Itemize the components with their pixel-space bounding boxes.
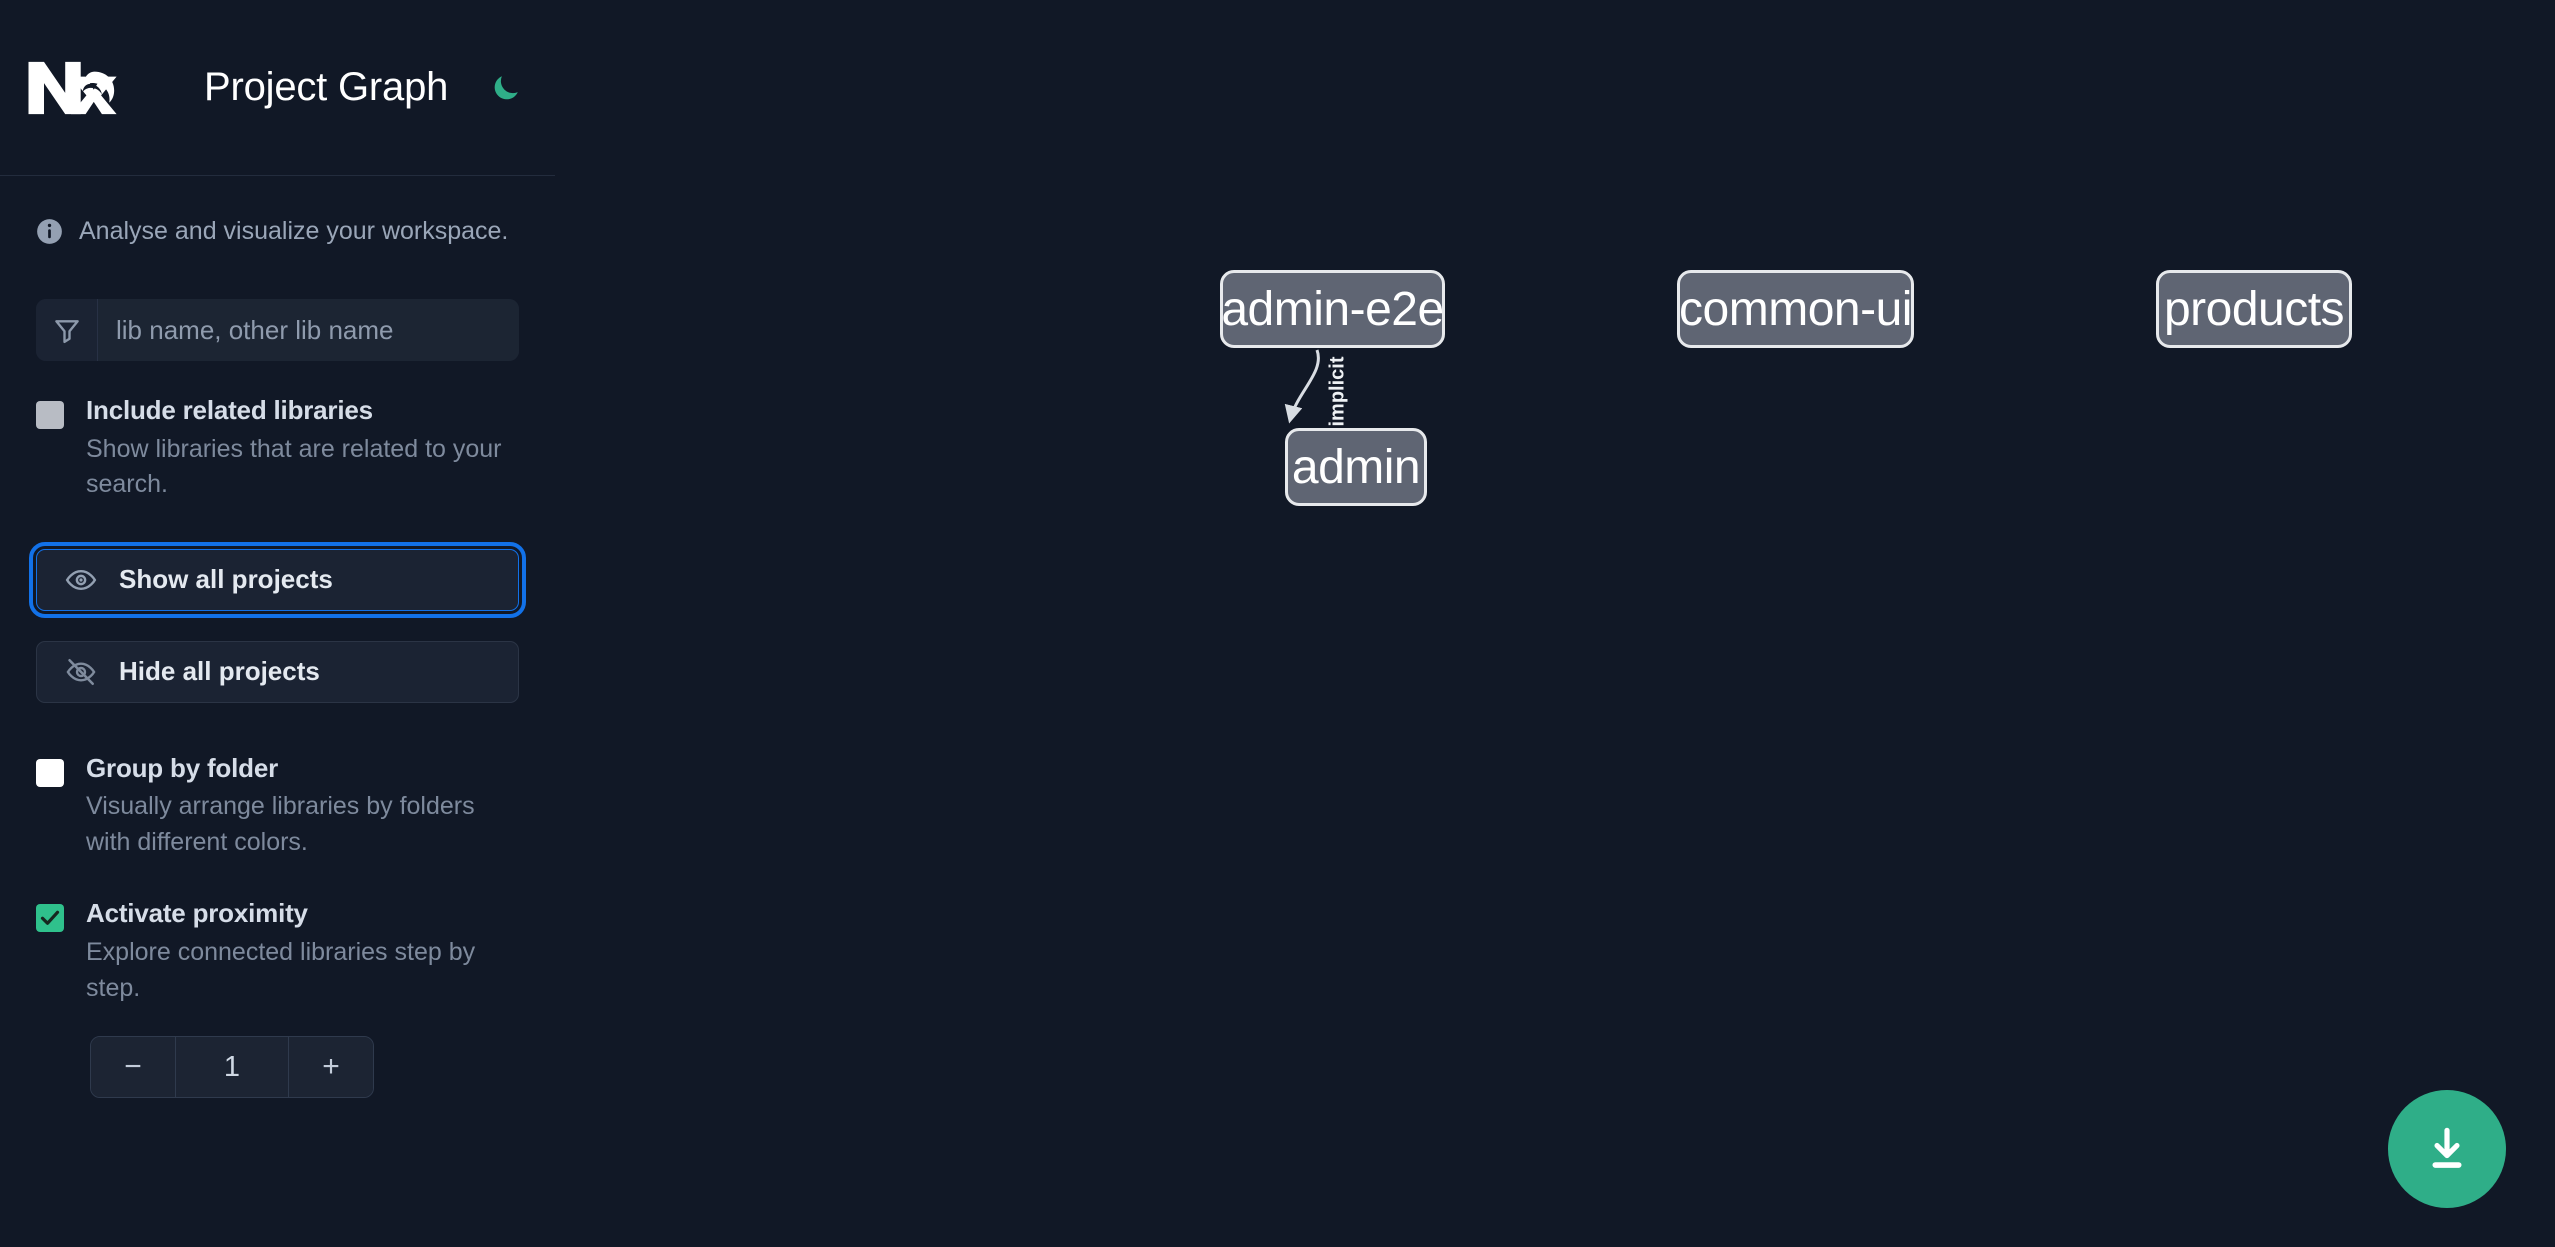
tagline-text: Analyse and visualize your workspace. [79,217,509,245]
option-label: Group by folder [86,752,279,783]
search-input[interactable] [98,299,519,361]
option-description: Visually arrange libraries by folders wi… [86,792,475,856]
sidebar: Project Graph Analyse and visualize your… [0,0,571,1247]
hide-all-projects-label: Hide all projects [119,656,320,687]
stepper-increment-button[interactable]: + [289,1037,373,1098]
filter-funnel-icon[interactable] [36,299,98,361]
eye-off-icon [65,656,97,688]
proximity-stepper-wrap: − 1 + [36,1036,519,1099]
graph-canvas[interactable]: implicit implicit admin-e2e common-ui pr… [555,0,2555,1247]
page-title: Project Graph [204,65,449,109]
hide-all-projects-button[interactable]: Hide all projects [36,640,519,703]
option-activate-proximity[interactable]: Activate proximity Explore connected lib… [36,898,519,1006]
stepper-decrement-button[interactable]: − [91,1037,175,1098]
option-include-related-libraries[interactable]: Include related libraries Show libraries… [36,395,519,503]
edge-label-admin-e2e-to-admin: implicit [1326,356,1349,427]
tagline: Analyse and visualize your workspace. [36,176,519,246]
sidebar-body: Analyse and visualize your workspace. In… [0,176,555,1099]
checkbox-activate-proximity[interactable] [36,904,64,933]
option-description: Show libraries that are related to your … [86,434,502,499]
option-label: Activate proximity [86,898,308,929]
moon-icon[interactable] [484,66,528,110]
stepper-value: 1 [175,1037,289,1098]
quantity-stepper: − 1 + [90,1036,374,1099]
download-icon [2432,1127,2462,1168]
option-description: Explore connected libraries step by step… [86,938,476,1002]
eye-icon [65,564,97,596]
option-group-by-folder[interactable]: Group by folder Visually arrange librari… [36,753,519,861]
nx-logo-icon [26,57,124,119]
graph-node-products[interactable]: products [2156,270,2352,348]
graph-node-admin-e2e[interactable]: admin-e2e [1220,270,1445,348]
filter-box [36,299,519,361]
info-icon [36,218,63,245]
option-label: Include related libraries [86,395,373,425]
checkbox-include-related-libraries[interactable] [36,401,64,429]
filter-row [36,299,519,361]
checkbox-group-by-folder[interactable] [36,758,64,787]
graph-node-common-ui[interactable]: common-ui [1677,270,1914,348]
show-all-projects-label: Show all projects [119,564,333,595]
sidebar-header: Project Graph [0,0,555,176]
graph-node-admin[interactable]: admin [1285,428,1427,506]
project-visibility-buttons: Show all projects Hide all projects [29,541,526,703]
graph-edges [1284,349,1320,424]
download-graph-button[interactable] [2388,1090,2506,1208]
show-all-projects-button[interactable]: Show all projects [29,541,526,618]
edge-admin-e2e-to-admin [1284,349,1320,424]
